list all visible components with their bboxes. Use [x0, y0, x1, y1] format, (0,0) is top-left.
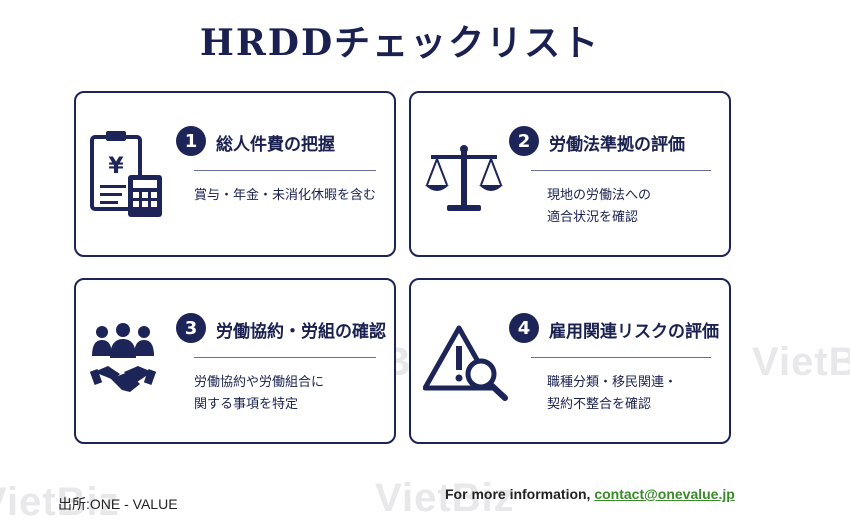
step-number-badge: 4: [509, 313, 539, 343]
step-number-badge: 1: [176, 126, 206, 156]
warning-magnifier-icon: [422, 324, 511, 404]
svg-text:¥: ¥: [108, 154, 124, 179]
card-title: 労働法準拠の評価: [549, 135, 685, 155]
card-description: 賞与・年金・未消化休暇を含む: [194, 188, 377, 203]
source-note: 出所:ONE - VALUE: [58, 496, 178, 512]
card-description: 労働協約や労働組合に 関する事項を特定: [194, 375, 325, 412]
step-number-badge: 2: [509, 126, 539, 156]
card-title: 総人件費の把握: [216, 135, 335, 155]
watermark: VietBiz: [752, 340, 850, 384]
more-info-label: For more information,: [445, 486, 591, 502]
card-description: 職種分類・移民関連・ 契約不整合を確認: [547, 375, 678, 412]
divider: [531, 170, 711, 171]
people-handshake-icon: [89, 322, 157, 404]
contact-email-link[interactable]: contact@onevalue.jp: [594, 486, 735, 502]
step-number-badge: 3: [176, 313, 206, 343]
checklist-card-3: 3 労働協約・労組の確認 労働協約や労働組合に 関する事項を特定: [74, 278, 396, 444]
checklist-card-4: 4 雇用関連リスクの評価 職種分類・移民関連・ 契約不整合を確認: [409, 278, 731, 444]
contact-line: For more information, contact@onevalue.j…: [445, 486, 735, 502]
divider: [194, 357, 376, 358]
card-title: 労働協約・労組の確認: [216, 322, 386, 342]
divider: [194, 170, 376, 171]
checklist-card-1: ¥ 1 総人件費の把握 賞与・年金・未消化休暇を含む: [74, 91, 396, 257]
scales-of-justice-icon: [423, 143, 505, 219]
card-description: 現地の労働法への 適合状況を確認: [547, 188, 652, 225]
checklist-card-2: 2 労働法準拠の評価 現地の労働法への 適合状況を確認: [409, 91, 731, 257]
divider: [531, 357, 711, 358]
card-title: 雇用関連リスクの評価: [549, 322, 719, 342]
page-title: HRDDチェックリスト: [199, 22, 601, 64]
invoice-calculator-icon: ¥: [88, 129, 168, 221]
